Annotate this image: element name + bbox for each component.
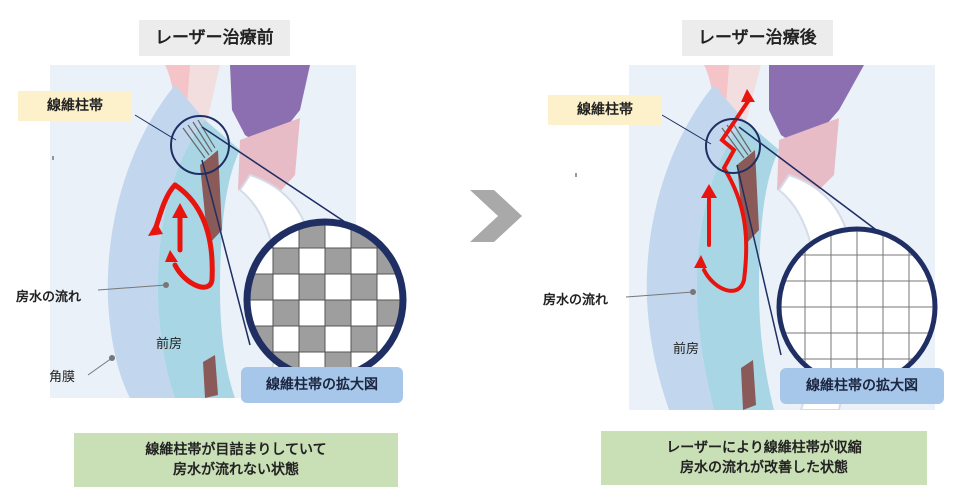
after-title: レーザー治療後: [682, 20, 833, 56]
caption-after-line2: 房水の流れが改善した状態: [680, 460, 848, 476]
aqueous-flow-label-after: 房水の流れ: [543, 293, 609, 308]
before-panel: レーザー治療前 線維柱帯 房水の流れ 前房 角膜 線維柱帯の拡大図 線維柱帯が目…: [16, 20, 407, 487]
caption-before-line1: 線維柱帯が目詰まりしていて: [145, 442, 327, 458]
anterior-chamber-label-after: 前房: [673, 342, 700, 357]
meshwork-cell: [272, 273, 300, 301]
meshwork-cell: [324, 299, 352, 327]
zoom-target-circle-after: [705, 118, 761, 174]
meshwork-cell: [298, 325, 326, 353]
iris-shape-after: [769, 65, 864, 150]
meshwork-cell: [324, 247, 352, 275]
meshwork-cell: [298, 273, 326, 301]
caption-after: レーザーにより線維柱帯が収縮 房水の流れが改善した状態: [601, 431, 927, 485]
meshwork-cell: [298, 247, 326, 275]
meshwork-cell: [272, 325, 300, 353]
meshwork-cell: [298, 299, 326, 327]
meshwork-cell: [350, 325, 378, 353]
caption-after-line1: レーザーにより線維柱帯が収縮: [666, 440, 862, 456]
anterior-chamber-label-before: 前房: [156, 337, 183, 352]
meshwork-cell: [350, 273, 378, 301]
zoom-label-after: 線維柱帯の拡大図: [780, 368, 944, 404]
open-meshwork-magnified: [779, 229, 935, 385]
eye-cross-section-after: [575, 65, 938, 410]
aqueous-flow-label-before: 房水の流れ: [16, 290, 82, 305]
meshwork-cell: [350, 299, 378, 327]
cornea-shape-before: [107, 85, 205, 398]
meshwork-cell: [272, 247, 300, 275]
trabecular-callout-after: 線維柱帯: [548, 95, 662, 125]
zoom-label-before: 線維柱帯の拡大図: [241, 367, 403, 403]
anterior-chamber-after: [696, 120, 779, 410]
trabecular-callout-before: 線維柱帯: [18, 91, 132, 121]
chevron-right-icon: [470, 190, 522, 242]
meshwork-cell: [324, 325, 352, 353]
meshwork-cell: [324, 273, 352, 301]
zoom-target-circle-before: [170, 115, 230, 175]
caption-before: 線維柱帯が目詰まりしていて 房水が流れない状態: [74, 433, 398, 487]
meshwork-cell: [272, 299, 300, 327]
iris-shape-before: [230, 65, 310, 150]
before-title: レーザー治療前: [139, 20, 290, 56]
caption-before-line2: 房水が流れない状態: [173, 462, 299, 478]
meshwork-cell: [350, 247, 378, 275]
cornea-label: 角膜: [49, 370, 76, 385]
eye-cross-section-before: [50, 65, 407, 398]
after-panel: レーザー治療後 線維柱帯 房水の流れ 前房 線維柱帯の拡大図 レーザーにより線維…: [479, 0, 958, 500]
